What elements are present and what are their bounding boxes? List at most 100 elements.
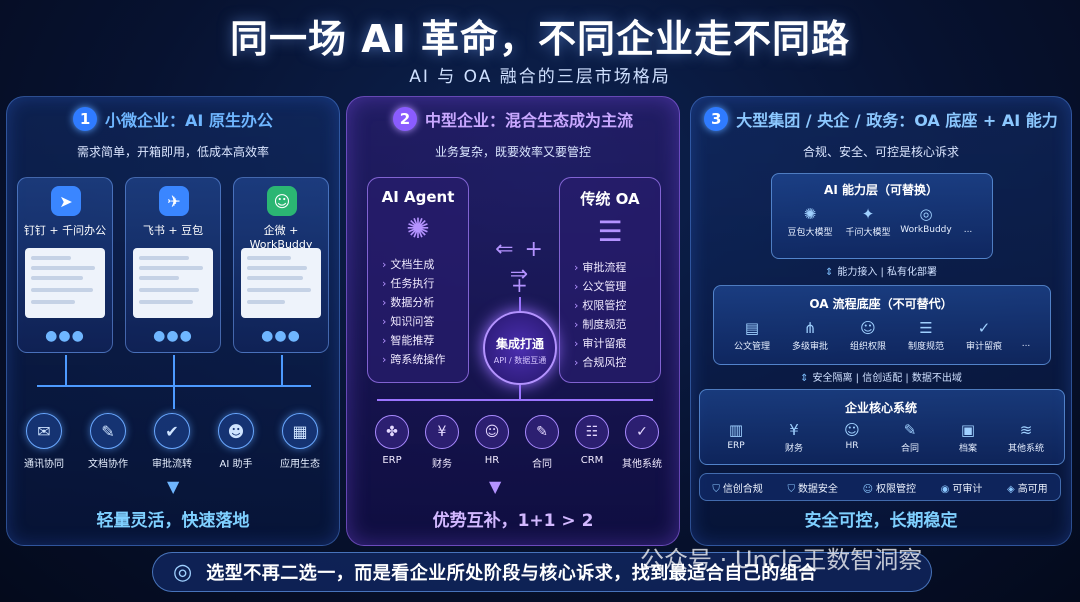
layer-item: ¥财务 [768,421,820,454]
oa-layer-title: OA 流程底座（不可替代） [809,297,953,311]
panel3-desc: 合规、安全、可控是核心诉求 [802,145,959,159]
list-item: ›智能推荐 [382,334,435,347]
ai-agent-box: AI Agent ✺ ›文档生成 ›任务执行 ›数据分析 ›知识问答 ›智能推荐… [367,177,469,383]
list-item: ›数据分析 [382,296,435,309]
layer-item: ... [1021,339,1031,349]
bottom-banner: ◎ 选型不再二选一，而是看企业所处阶段与核心诉求，找到最适合自己的组合 [152,552,932,592]
panel-large-group: 3 大型集团 / 央企 / 政务：OA 底座 + AI 能力 合规、安全、可控是… [690,96,1072,546]
traditional-oa-box: 传统 OA ☰ ›审批流程 ›公文管理 ›权限管控 ›制度规范 ›审计留痕 ›合… [559,177,661,383]
traditional-oa-title: 传统 OA [580,190,640,208]
panel1-header: 1 小微企业：AI 原生办公 [7,107,339,131]
chat-icon: ✉ [26,413,62,449]
layer-item: ◎WorkBuddy [900,205,952,235]
function-ai-assistant: ☻ AI 助手 [207,413,265,470]
system-hr: ☺ HR [469,415,515,466]
puzzle-icon: ✤ [375,415,409,449]
down-arrow-icon: ▼ [167,477,180,496]
shield-icon: ⛉ [787,483,795,495]
users-icon: ●●● [261,328,301,344]
layer-item: ⋔多级审批 [784,319,836,352]
database-icon: ≋ [1019,421,1033,439]
plus-icon: + [511,273,528,297]
app-screenshot [133,248,213,318]
document-icon: ▤ [744,319,760,337]
robot-icon: ☻ [218,413,254,449]
crm-icon: ☷ [575,415,609,449]
people-icon: ☺ [475,415,509,449]
system-contract: ✎ 合同 [519,415,565,470]
model-icon: ◎ [919,205,933,223]
down-arrow-icon: ▼ [489,477,502,496]
app-label: 飞书 + 豆包 [142,224,204,237]
app-screenshot [25,248,105,318]
users-icon: ●●● [45,328,85,344]
panel1-number: 1 [73,107,98,131]
archive-icon: ▣ [960,421,976,439]
panel-mid-enterprise: 2 中型企业：混合生态成为主流 业务复杂，既要效率又要管控 AI Agent ✺… [346,96,680,546]
core-layer [699,389,1065,465]
brain-icon: ✺ [406,212,430,245]
layer-item: ✦千问大模型 [842,205,894,238]
system-other: ✓ 其他系统 [619,415,665,470]
audit-icon: ✓ [977,319,991,337]
layer-item: ▥ERP [710,421,762,454]
connector-ai-oa: ⇕能力接入 | 私有化部署 [824,267,938,278]
model-icon: ✺ [803,205,817,223]
layer-item: ☺HR [826,421,878,454]
ai-agent-title: AI Agent [381,188,455,206]
finance-icon: ¥ [789,421,799,439]
feishu-icon: ✈ [159,186,189,216]
audit-icon: ◉ [940,483,950,495]
users-icon: ●●● [153,328,193,344]
app-card-dingtalk: ➤ 钉钉 + 千问办公 ●●● [17,177,113,353]
panel1-desc: 需求简单，开箱即用，低成本高效率 [76,145,269,159]
tag: ⛉信创合规 [712,483,763,495]
app-label: 企微 + WorkBuddy [249,224,313,251]
list-item: ›审批流程 [574,261,627,274]
bidirectional-arrow-icon: ⇐ + ⇒ [495,237,545,287]
dingtalk-icon: ➤ [51,186,81,216]
layer-item: ... [963,225,973,235]
approval-icon: ✔ [154,413,190,449]
layer-item: ☺组织权限 [842,319,894,352]
page-title: 同一场 AI 革命，不同企业走不同路 [229,17,850,61]
tag: ◈高可用 [1006,483,1048,495]
layer-item: ▣档案 [942,421,994,454]
oa-layer-items: ▤公文管理 ⋔多级审批 ☺组织权限 ☰制度规范 ✓审计留痕 ... [691,319,1071,352]
bar-chart-icon: ▥ [728,421,744,439]
integration-hub: 集成打通 API / 数据互通 [483,311,557,385]
layer-item: ✺豆包大模型 [784,205,836,238]
people-icon: ☺ [860,319,876,337]
ai-layer-items: ✺豆包大模型 ✦千问大模型 ◎WorkBuddy ... [691,205,1071,238]
watermark: 公众号 · Uncle王数智洞察 [640,546,923,574]
core-layer-title: 企业核心系统 [844,401,917,415]
layer-item: ✓审计留痕 [958,319,1010,352]
panel2-heading: 中型企业：混合生态成为主流 [424,111,633,130]
function-docs: ✎ 文档协作 [79,413,137,470]
tag: ⛉数据安全 [787,483,838,495]
document-icon: ✎ [90,413,126,449]
apps-grid-icon: ▦ [282,413,318,449]
list-item: ›任务执行 [382,277,435,290]
function-approval: ✔ 审批流转 [143,413,201,470]
page-subtitle: AI 与 OA 融合的三层市场格局 [409,67,671,87]
panel3-number: 3 [704,107,729,131]
function-chat: ✉ 通讯协同 [15,413,73,470]
ai-layer [771,173,993,259]
model-icon: ✦ [861,205,875,223]
layer-item: ≋其他系统 [1000,421,1052,454]
panel2-footer: 优势互补，1+1 > 2 [432,511,594,531]
app-label: 钉钉 + 千问办公 [23,224,107,237]
panel2-header: 2 中型企业：混合生态成为主流 [347,107,679,131]
panel2-desc: 业务复杂，既要效率又要管控 [434,145,591,159]
list-item: ›知识问答 [382,315,435,328]
app-card-wecom: ☺ 企微 + WorkBuddy ●●● [233,177,329,353]
finance-icon: ¥ [425,415,459,449]
policy-icon: ☰ [919,319,933,337]
layer-item: ✎合同 [884,421,936,454]
tag: ◉可审计 [940,483,983,495]
updown-arrow-icon: ⇕ [824,267,834,278]
list-item: ›公文管理 [574,280,627,293]
user-icon: ☺ [862,483,873,495]
layer-item: ☰制度规范 [900,319,952,352]
